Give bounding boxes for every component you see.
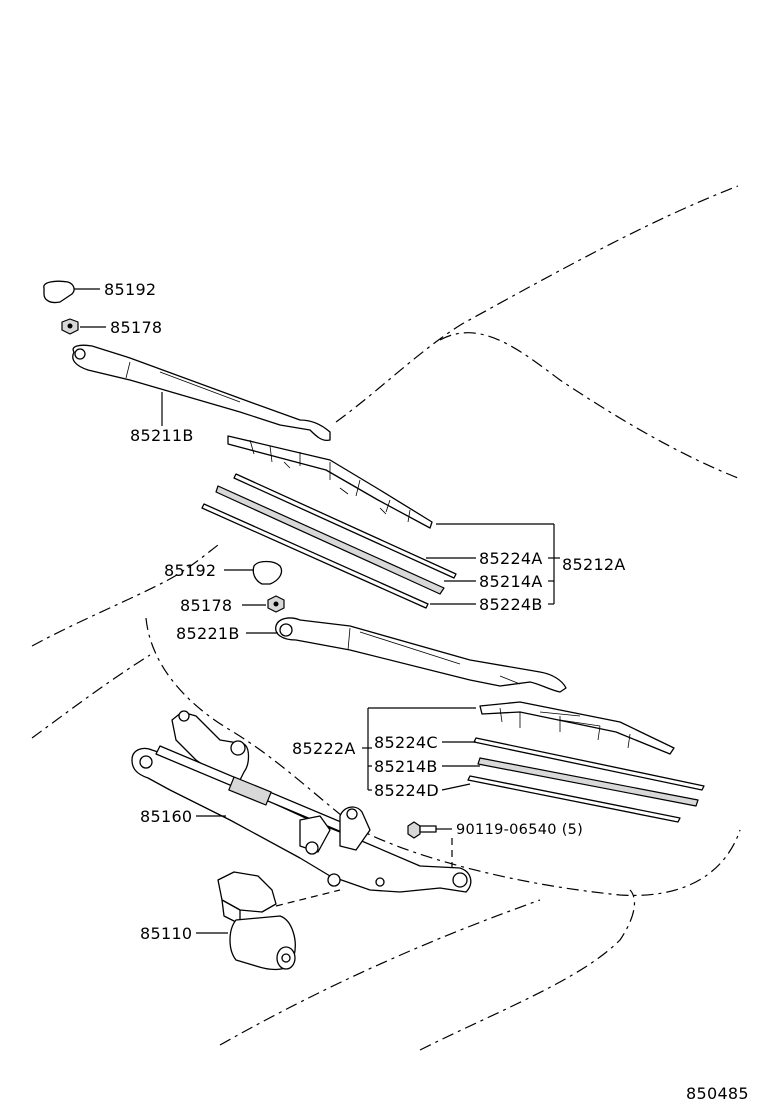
fender-line [439, 332, 739, 479]
left-cowl-line [31, 544, 219, 647]
label-85178-top: 85178 [110, 318, 162, 337]
label-85221B: 85221B [176, 624, 240, 643]
cap-85192-mid [224, 560, 283, 585]
cap-85192-top [43, 280, 100, 304]
wiper-blade-lower [479, 701, 675, 755]
hood-edge-line [335, 185, 739, 423]
blade-strips-upper [201, 473, 457, 609]
label-85222A: 85222A [292, 739, 356, 758]
label-85160: 85160 [140, 807, 192, 826]
leaders-85212A [426, 523, 560, 605]
windshield-lower-line [145, 617, 741, 896]
wiper-linkage-85160 [131, 710, 472, 893]
wiper-arm-85211B [72, 344, 331, 442]
label-85192-mid: 85192 [164, 561, 216, 580]
left-lower-line [31, 654, 151, 739]
leaders-85222A [362, 707, 480, 791]
label-85211B: 85211B [130, 426, 194, 445]
strip-85224A [233, 473, 457, 579]
label-85224C: 85224C [374, 733, 438, 752]
strip-85224B [201, 503, 429, 609]
wiper-blade-upper [227, 435, 433, 529]
label-85224B: 85224B [479, 595, 543, 614]
strip-85224D [467, 775, 681, 823]
label-85214B: 85214B [374, 757, 438, 776]
bolt-90119 [407, 821, 453, 872]
label-85110: 85110 [140, 924, 192, 943]
vehicle-outline [31, 185, 741, 1051]
label-85224A: 85224A [479, 549, 543, 568]
wiper-motor-85110 [196, 871, 341, 971]
rubber-85214A [215, 485, 445, 595]
wiper-arm-85221B [246, 617, 567, 693]
bottom-line-1 [219, 899, 541, 1046]
label-90119: 90119-06540 (5) [456, 822, 583, 838]
label-85178-mid: 85178 [180, 596, 232, 615]
diagram-id: 850485 [686, 1084, 749, 1103]
strip-85224C [473, 737, 705, 791]
nut-85178-mid [242, 595, 285, 613]
label-85212A: 85212A [562, 555, 626, 574]
bottom-line-2 [419, 889, 635, 1051]
label-85224D: 85224D [374, 781, 439, 800]
blade-strips-lower [467, 737, 705, 823]
label-85214A: 85214A [479, 572, 543, 591]
label-85192-top: 85192 [104, 280, 156, 299]
rubber-85214B [477, 757, 699, 807]
nut-85178-top [61, 318, 106, 335]
